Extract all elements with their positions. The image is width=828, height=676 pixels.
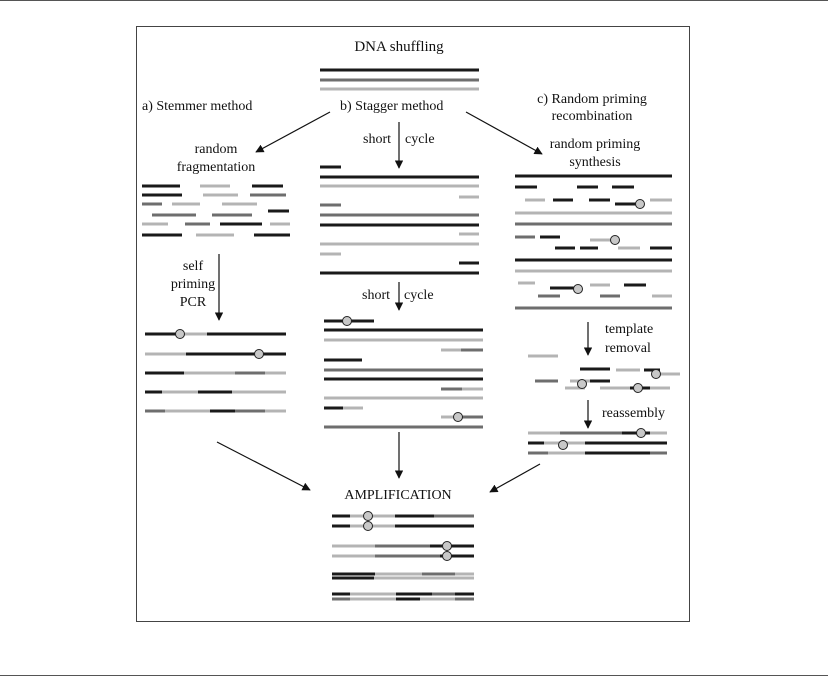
arrow-random-to-amplification (490, 464, 540, 492)
random-priming-synthesis-label: random priming (550, 137, 641, 152)
arrow-stemmer-to-amplification (217, 442, 310, 490)
mutation-dot (454, 413, 463, 422)
mutation-dot (637, 429, 646, 438)
arrow-to-random-priming (466, 112, 542, 154)
mutation-dot (578, 380, 587, 389)
self-priming-pcr-label-1: self (183, 259, 204, 274)
mutation-dot (611, 236, 620, 245)
random-fragmentation-label: random (195, 142, 238, 157)
mutation-dot (634, 384, 643, 393)
random-priming-label: c) Random priming (537, 92, 647, 107)
self-priming-pcr-label-3: PCR (180, 295, 207, 310)
mutation-dot (343, 317, 352, 326)
mutation-dot (443, 542, 452, 551)
stemmer-method-label: a) Stemmer method (142, 99, 252, 114)
mutation-dot (443, 552, 452, 561)
diagram-title: DNA shuffling (354, 39, 444, 55)
mutation-dot (559, 441, 568, 450)
stagger-method-label: b) Stagger method (340, 99, 443, 114)
mutation-dot (255, 350, 264, 359)
reassembly-label: reassembly (602, 406, 665, 421)
random-priming-synthesis-label-2: synthesis (569, 155, 620, 170)
mutation-dot (574, 285, 583, 294)
mutation-dot (652, 370, 661, 379)
amplification-label: AMPLIFICATION (344, 488, 451, 503)
short-cycle-label-1b: cycle (405, 132, 435, 147)
mutation-dot (364, 512, 373, 521)
template-removal-label-2: removal (605, 341, 651, 356)
arrow-to-fragmentation (256, 112, 330, 152)
mutation-dot (636, 200, 645, 209)
random-fragmentation-label-2: fragmentation (177, 160, 256, 175)
short-cycle-label-1a: short (363, 132, 391, 147)
random-priming-label-2: recombination (552, 109, 633, 124)
template-removal-label-1: template (605, 322, 653, 337)
self-priming-pcr-label-2: priming (171, 277, 215, 292)
mutation-dot (176, 330, 185, 339)
short-cycle-label-2a: short (362, 288, 390, 303)
mutation-dot (364, 522, 373, 531)
short-cycle-label-2b: cycle (404, 288, 434, 303)
